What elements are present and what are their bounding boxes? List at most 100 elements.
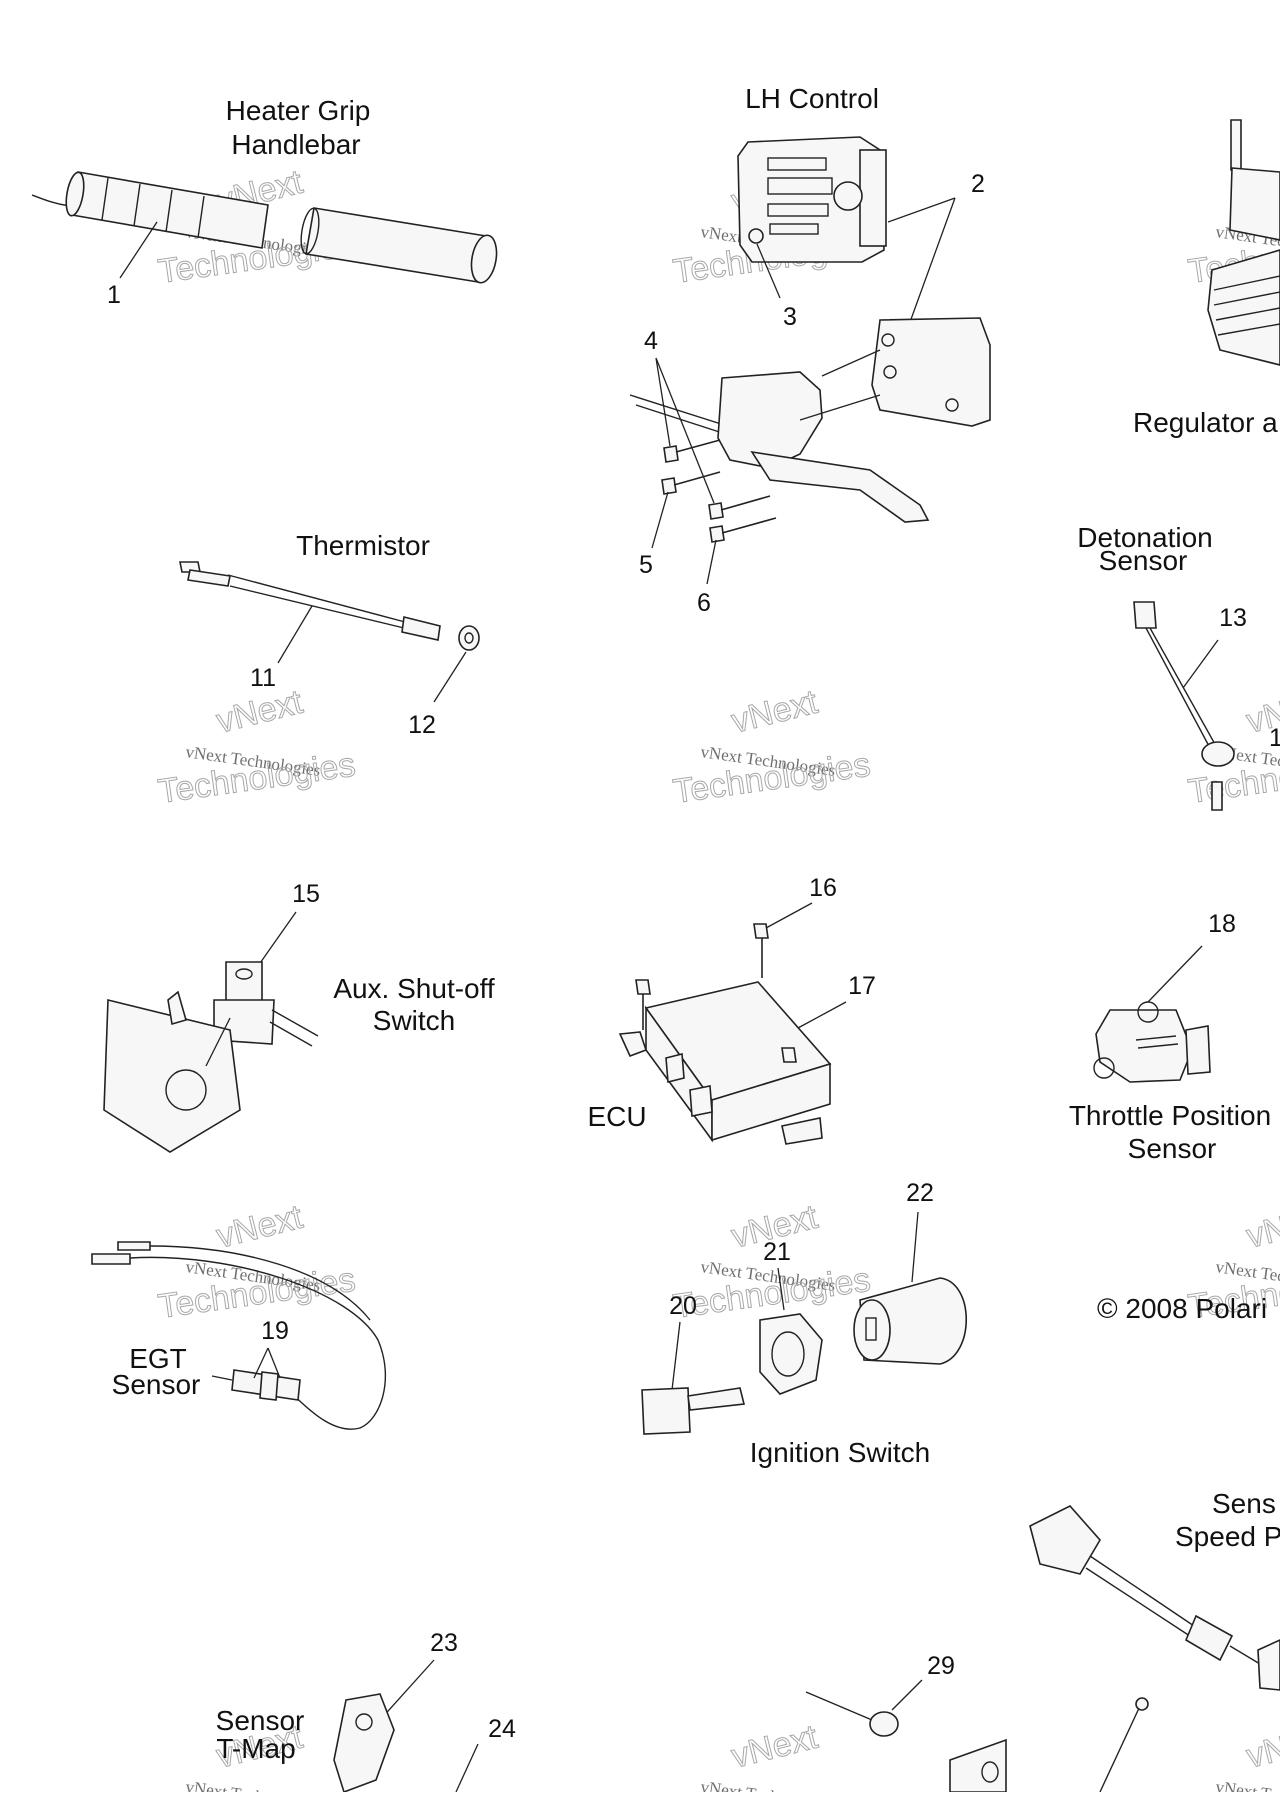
regulator-bolt <box>1230 119 1242 171</box>
egt-connector-2 <box>117 1241 151 1251</box>
watermark-vnext-technologies: vNext Technologies <box>184 1777 321 1792</box>
callout-3: 3 <box>783 303 797 331</box>
callout-leader-13 <box>1182 639 1219 689</box>
throttle-title-line2: Sensor <box>1128 1133 1217 1164</box>
part-29-bracket <box>949 1738 1007 1793</box>
callout-leader-11 <box>277 605 313 664</box>
callout-leader-19 <box>253 1347 281 1379</box>
throttle-sensor-connector <box>1185 1025 1211 1075</box>
throttle-title-line1: Throttle Position <box>1069 1100 1271 1131</box>
watermark: vNext vNext Technologies Technologies <box>1185 682 1280 811</box>
throttle-sensor-assembly: 18 Throttle Position Sensor <box>1069 910 1271 1164</box>
lh-control-switch-2 <box>767 177 833 195</box>
speed-sensor-title-line1: Sens <box>1212 1488 1276 1519</box>
ecu-screw-right <box>781 1047 797 1063</box>
callout-16: 16 <box>809 874 837 902</box>
tmap-sensor-assembly: 23 24 Sensor T-Map <box>216 1629 516 1794</box>
lh-control-cover-hole <box>945 398 959 412</box>
watermark-vnext: vNext <box>728 683 822 741</box>
aux-switch-wire <box>269 1009 319 1047</box>
ecu-screw-left <box>635 979 651 1030</box>
throttle-sensor-mount-hole <box>1093 1057 1115 1079</box>
tmap-sensor-port <box>355 1713 373 1731</box>
tmap-title-line2: T-Map <box>216 1733 295 1764</box>
tmap-sensor-body <box>333 1693 395 1794</box>
watermark: vNext vNext Technologies <box>1214 1717 1280 1797</box>
callout-leader-18 <box>1147 945 1203 1003</box>
callout-22: 22 <box>906 1179 934 1207</box>
throttle-sensor-label <box>1135 1035 1179 1049</box>
lh-control-title: LH Control <box>745 83 879 114</box>
lh-control-cover-hole <box>883 365 897 379</box>
detonation-sensor-body <box>1201 741 1235 767</box>
speed-sensor-probe <box>1099 1705 1141 1793</box>
callout-29: 29 <box>927 1652 955 1680</box>
callout-leader-16 <box>765 902 813 929</box>
callout-leader-29 <box>891 1679 923 1711</box>
speed-sensor-assembly: Sens Speed P <box>1029 1488 1280 1793</box>
throttle-sensor-mount-hole <box>1137 1001 1159 1023</box>
lh-control-screws <box>661 439 777 543</box>
handlebar-drawing <box>305 207 487 283</box>
heater-grip-title-line2: Handlebar <box>231 129 360 160</box>
heater-grip-end <box>65 171 85 217</box>
aux-shutoff-title-line2: Switch <box>373 1005 455 1036</box>
watermark: vNext vNext Technologies Technologies <box>155 1197 358 1326</box>
copyright-text: © 2008 Polari <box>1097 1293 1267 1324</box>
speed-sensor-wire <box>1085 1555 1201 1641</box>
handlebar-start <box>300 207 320 255</box>
watermark-vnext: vNext <box>1243 1718 1280 1776</box>
ignition-nut-hole <box>771 1331 805 1377</box>
callout-leader-20 <box>671 1321 681 1391</box>
watermark-vnext: vNext <box>213 1198 307 1256</box>
callout-leader-12 <box>433 651 467 703</box>
regulator-assembly: Regulator a <box>1133 119 1280 438</box>
callout-leader-17 <box>797 1001 847 1029</box>
detonation-title-line2: Sensor <box>1099 545 1188 576</box>
part-29-assembly: 29 <box>805 1652 1007 1793</box>
ignition-switch-assembly: 20 21 22 Ignition Switch <box>641 1179 967 1468</box>
thermistor-wire <box>227 574 406 629</box>
callout-23: 23 <box>430 1629 458 1657</box>
throttle-sensor-body <box>1095 1009 1193 1083</box>
ignition-title: Ignition Switch <box>750 1437 931 1468</box>
callout-1: 1 <box>107 281 121 309</box>
lh-control-master-body <box>717 371 823 469</box>
ignition-key-blade <box>687 1387 745 1411</box>
heater-grip-title-line1: Heater Grip <box>226 95 371 126</box>
ecu-side-face <box>711 1062 831 1142</box>
heater-grip-assembly: Heater Grip Handlebar 1 <box>31 95 498 309</box>
heater-grip-wire <box>31 194 71 207</box>
detonation-connector <box>1133 601 1157 629</box>
regulator-title: Regulator a <box>1133 407 1278 438</box>
lh-control-side-plate <box>859 149 887 247</box>
aux-switch-assembly-line <box>205 1017 231 1067</box>
egt-sensor-wire-2 <box>149 1245 371 1321</box>
callout-leader-1 <box>119 221 158 279</box>
egt-probe-tip <box>211 1375 233 1381</box>
speed-sensor-title-line2: Speed P <box>1175 1521 1280 1552</box>
detonation-title-line1: Detonation <box>1077 522 1212 553</box>
watermark: vNext vNext Technologies Technologies <box>155 682 358 811</box>
aux-switch-bracket-tab <box>167 990 187 1026</box>
lh-control-screw <box>748 228 764 244</box>
tmap-title-line1: Sensor <box>216 1705 305 1736</box>
screw-4b <box>708 495 771 520</box>
regulator-fins <box>1213 275 1280 336</box>
egt-title-line2: Sensor <box>112 1369 201 1400</box>
callout-leader-6 <box>706 539 717 585</box>
thermistor-probe <box>401 616 441 641</box>
callout-5: 5 <box>639 551 653 579</box>
callout-19: 19 <box>261 1317 289 1345</box>
lh-control-switch-4 <box>769 223 819 235</box>
lh-control-assembly: LH Control 2 3 4 5 6 <box>629 83 991 617</box>
callout-15: 15 <box>292 880 320 908</box>
speed-sensor-probe-tip <box>1135 1697 1149 1711</box>
detonation-bolt <box>1211 781 1223 811</box>
aux-shutoff-title-line1: Aux. Shut-off <box>333 973 495 1004</box>
callout-2: 2 <box>971 170 985 198</box>
lh-control-rear-cover <box>871 317 991 427</box>
ignition-key-head <box>641 1387 691 1435</box>
watermark: vNext vNext Technologies <box>699 1717 836 1797</box>
